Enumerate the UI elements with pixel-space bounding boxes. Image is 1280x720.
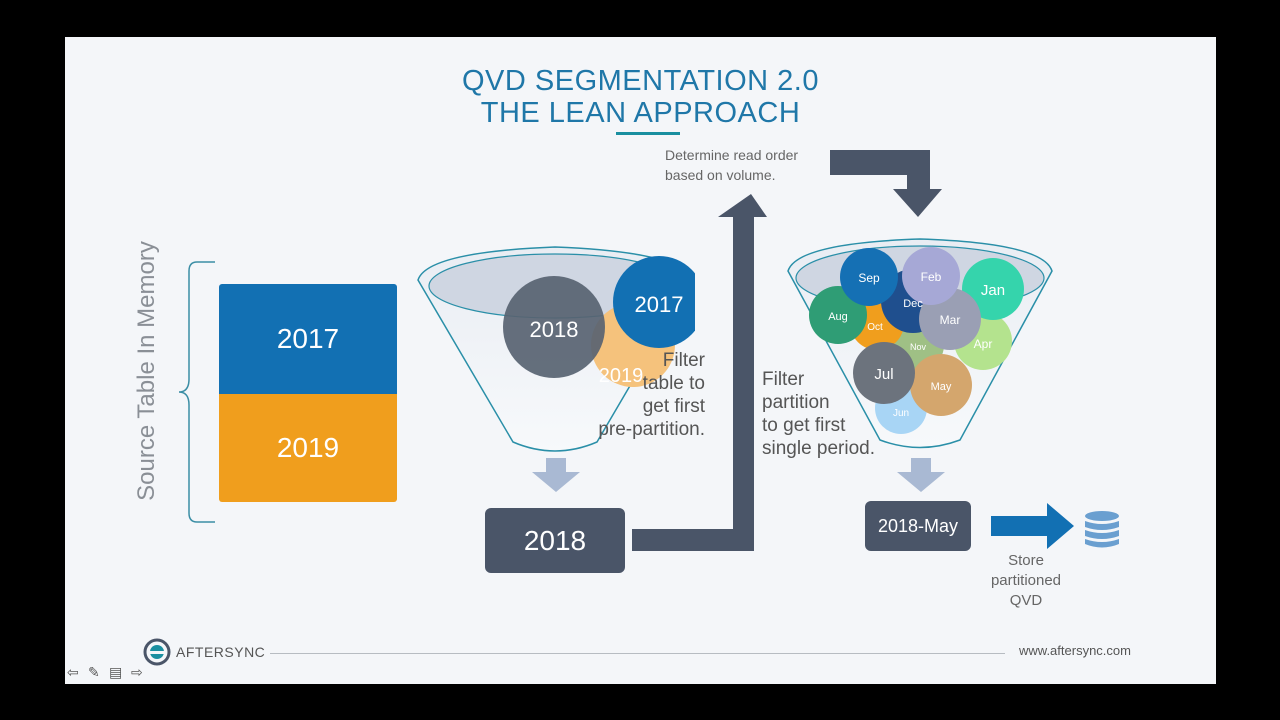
circle-jul-label: Jul [874,366,893,383]
down-arrow-2 [897,458,945,492]
brace [178,261,215,523]
store-caption-line: partitioned [990,572,1062,589]
funnel-1-caption-line: get first [642,396,705,417]
circle-may-label: May [931,381,952,393]
circle-jul [853,342,915,404]
circle-aug-label: Aug [828,311,848,323]
funnel-2-caption: Filter partition to get first single per… [762,368,875,460]
slide: QVD SEGMENTATION 2.0 THE LEAN APPROACH S… [65,37,1216,684]
circle-jan [962,258,1024,320]
circle-2017-label: 2017 [635,292,684,317]
brand-name: AFTERSYNC [176,644,266,660]
connector-arrow [632,194,767,551]
source-block-2019: 2019 [219,394,397,502]
funnel-2-caption-line: single period. [762,438,876,459]
source-block-2019-label: 2019 [276,432,340,463]
title-line-2: THE LEAN APPROACH [480,97,801,129]
database-icon [1085,511,1119,548]
circle-jan-label: Jan [981,282,1005,299]
title-line-1: QVD SEGMENTATION 2.0 [462,65,819,97]
funnel-1-caption-line: pre-partition. [598,419,705,440]
title-underline [616,132,680,135]
down-arrow-1 [532,458,580,492]
circle-mar-label: Mar [940,313,961,327]
footer-url: www.aftersync.com [1019,643,1131,658]
circle-2018 [503,276,605,378]
store-arrow [991,503,1074,549]
aftersync-logo-icon [143,638,171,666]
circle-feb [902,247,960,305]
store-caption-line: QVD [1009,592,1043,609]
prev-slide-icon[interactable]: ⇦ [67,664,79,680]
circle-sep [840,248,898,306]
store-caption: Store partitioned QVD [975,551,1077,611]
circle-dec-label: Dec [903,298,923,310]
funnel-1-caption-line: table to [642,373,705,394]
circle-jun-label: Jun [893,408,909,419]
source-block-2017-label: 2017 [276,323,340,354]
funnel-2-caption-line: Filter [762,369,805,390]
result-2018-may-label: 2018-May [877,515,959,536]
next-slide-icon[interactable]: ⇨ [131,664,143,680]
read-order-caption: Determine read order based on volume. [665,145,798,185]
pen-tool-icon[interactable]: ✎ [88,664,100,680]
result-2018-box: 2018 [485,508,625,573]
result-2018-may-box: 2018-May [865,501,971,551]
funnel-2-caption-line: partition [762,392,830,413]
footer-rule [270,653,1005,654]
read-order-line: based on volume. [665,167,776,183]
read-order-line: Determine read order [665,147,799,163]
circle-oct-label: Oct [867,322,883,333]
funnel-2: Sep Feb Jan Aug Dec Mar Oct Apr Nov Jul … [787,238,1053,449]
read-order-arrow [830,150,942,217]
circle-2019-label: 2019 [599,365,644,387]
funnel-1-caption-line: Filter [662,350,705,371]
result-2018-label: 2018 [523,524,587,556]
circle-may [910,354,972,416]
funnel-1-caption: Filter table to get first pre-partition. [585,349,705,441]
funnel-2-caption-line: to get first [762,415,846,436]
circle-feb-label: Feb [921,270,942,284]
source-table-label: Source Table In Memory [133,241,160,501]
circle-apr-label: Apr [974,337,993,351]
source-block-2017: 2017 [219,284,397,394]
circle-sep-label: Sep [858,271,880,285]
menu-icon[interactable]: ▤ [109,664,123,680]
circle-nov-label: Nov [910,342,927,352]
store-caption-line: Store [1008,552,1044,569]
funnel-1: 2018 2017 2019 [417,246,695,452]
circle-2017 [613,256,695,348]
circle-2018-label: 2018 [530,317,579,342]
